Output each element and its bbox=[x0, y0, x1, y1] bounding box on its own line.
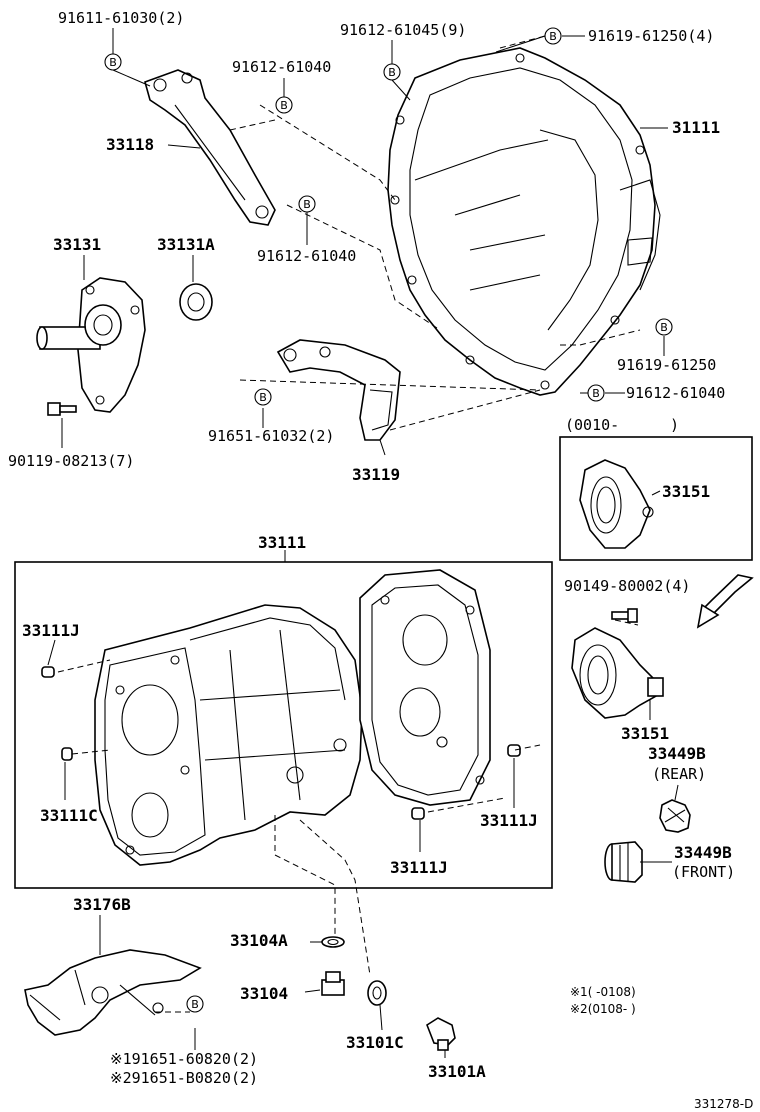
label-note-91651-60820[interactable]: ※191651-60820(2) bbox=[110, 1050, 258, 1068]
label-33111-group[interactable]: 33111 bbox=[258, 533, 306, 552]
gear-33449B-front[interactable] bbox=[604, 841, 643, 883]
bolt-marker-icon: B bbox=[275, 96, 293, 114]
bolt-marker-icon: B bbox=[655, 318, 673, 336]
cover-33131[interactable] bbox=[36, 277, 146, 413]
plug-33111C[interactable] bbox=[61, 747, 73, 761]
svg-text:B: B bbox=[303, 198, 311, 211]
front-direction-arrow-icon bbox=[696, 574, 754, 629]
bolt-marker-icons: B B B B B B B B B bbox=[104, 27, 673, 1013]
bolt-marker-icon: B bbox=[587, 384, 605, 402]
dowel-33111J-mid[interactable] bbox=[411, 807, 425, 820]
label-diagram-id: 331278-D bbox=[694, 1097, 753, 1111]
label-33111J-a[interactable]: 33111J bbox=[22, 621, 80, 640]
label-91611-61030[interactable]: 91611-61030(2) bbox=[58, 9, 184, 27]
label-33131[interactable]: 33131 bbox=[53, 235, 101, 254]
bolt-marker-icon: B bbox=[254, 388, 272, 406]
transmission-case-33111[interactable] bbox=[94, 569, 491, 866]
label-91612-61040-c[interactable]: 91612-61040 bbox=[626, 384, 725, 402]
label-33176B[interactable]: 33176B bbox=[73, 895, 131, 914]
label-33449B-front[interactable]: 33449B bbox=[674, 843, 732, 862]
shift-fork-33176B[interactable] bbox=[24, 949, 202, 1036]
label-33111C[interactable]: 33111C bbox=[40, 806, 98, 825]
label-91619-61250-4[interactable]: 91619-61250(4) bbox=[588, 27, 714, 45]
bolt-marker-icon: B bbox=[186, 995, 204, 1013]
label-33151-top[interactable]: 33151 bbox=[662, 482, 710, 501]
label-33151-bottom[interactable]: 33151 bbox=[621, 724, 669, 743]
bolt-marker-icon: B bbox=[298, 195, 316, 213]
label-rear: (REAR) bbox=[652, 765, 706, 783]
gasket-33101C[interactable] bbox=[367, 980, 387, 1006]
part-labels: 91611-61030(2) 91612-61045(9) 91619-6125… bbox=[8, 9, 753, 1111]
label-91612-61040-a[interactable]: 91612-61040 bbox=[232, 58, 331, 76]
label-90119-08213[interactable]: 90119-08213(7) bbox=[8, 452, 134, 470]
gear-33449B-rear[interactable] bbox=[659, 799, 691, 833]
label-range-close: ) bbox=[670, 416, 679, 434]
label-front: (FRONT) bbox=[672, 863, 735, 881]
svg-text:B: B bbox=[109, 56, 117, 69]
svg-text:B: B bbox=[259, 391, 267, 404]
bolt-marker-icon: B bbox=[383, 63, 401, 81]
bolt-90119-08213[interactable] bbox=[47, 402, 77, 416]
label-33101C[interactable]: 33101C bbox=[346, 1033, 404, 1052]
label-note-91651-B0820[interactable]: ※291651-B0820(2) bbox=[110, 1069, 258, 1087]
leader-lines bbox=[47, 28, 679, 1058]
bolt-marker-icon: B bbox=[104, 53, 122, 71]
label-91612-61040-b[interactable]: 91612-61040 bbox=[257, 247, 356, 265]
bracket-33119[interactable] bbox=[276, 339, 401, 441]
label-31111[interactable]: 31111 bbox=[672, 118, 720, 137]
label-33101A[interactable]: 33101A bbox=[428, 1062, 486, 1081]
svg-text:B: B bbox=[280, 99, 288, 112]
svg-text:B: B bbox=[191, 998, 199, 1011]
bracket-33118[interactable] bbox=[144, 69, 276, 226]
label-33111J-c[interactable]: 33111J bbox=[390, 858, 448, 877]
dowel-33111J-left[interactable] bbox=[41, 666, 55, 678]
dashed-guides bbox=[57, 35, 641, 1013]
label-range-0010: (0010- bbox=[565, 416, 619, 434]
retainer-33151-top[interactable] bbox=[579, 459, 654, 549]
bolt-marker-icon: B bbox=[544, 27, 562, 45]
label-33118[interactable]: 33118 bbox=[106, 135, 154, 154]
label-33119[interactable]: 33119 bbox=[352, 465, 400, 484]
label-33104[interactable]: 33104 bbox=[240, 984, 288, 1003]
label-91651-61032[interactable]: 91651-61032(2) bbox=[208, 427, 334, 445]
label-note1: ※1( -0108) bbox=[570, 985, 636, 999]
bolt-90149-80002[interactable] bbox=[611, 608, 638, 623]
svg-text:B: B bbox=[592, 387, 600, 400]
label-33131A[interactable]: 33131A bbox=[157, 235, 215, 254]
retainer-33151-bottom[interactable] bbox=[571, 627, 664, 719]
label-note2: ※2(0108- ) bbox=[570, 1002, 636, 1016]
retainer-range-frame bbox=[559, 436, 753, 561]
plug-33104[interactable] bbox=[321, 971, 345, 996]
label-33104A[interactable]: 33104A bbox=[230, 931, 288, 950]
dowel-33111J-right[interactable] bbox=[507, 744, 521, 757]
svg-text:B: B bbox=[660, 321, 668, 334]
label-33111J-b[interactable]: 33111J bbox=[480, 811, 538, 830]
svg-text:B: B bbox=[549, 30, 557, 43]
clutch-housing-31111[interactable] bbox=[387, 47, 661, 396]
seal-33131A[interactable] bbox=[179, 283, 213, 321]
label-91612-61045[interactable]: 91612-61045(9) bbox=[340, 21, 466, 39]
gasket-33104A[interactable] bbox=[321, 936, 345, 948]
label-33449B-rear[interactable]: 33449B bbox=[648, 744, 706, 763]
label-91619-61250[interactable]: 91619-61250 bbox=[617, 356, 716, 374]
plug-33101A[interactable] bbox=[426, 1017, 456, 1051]
transmission-case-group-frame bbox=[14, 561, 553, 889]
label-90149-80002[interactable]: 90149-80002(4) bbox=[564, 577, 690, 595]
svg-text:B: B bbox=[388, 66, 396, 79]
